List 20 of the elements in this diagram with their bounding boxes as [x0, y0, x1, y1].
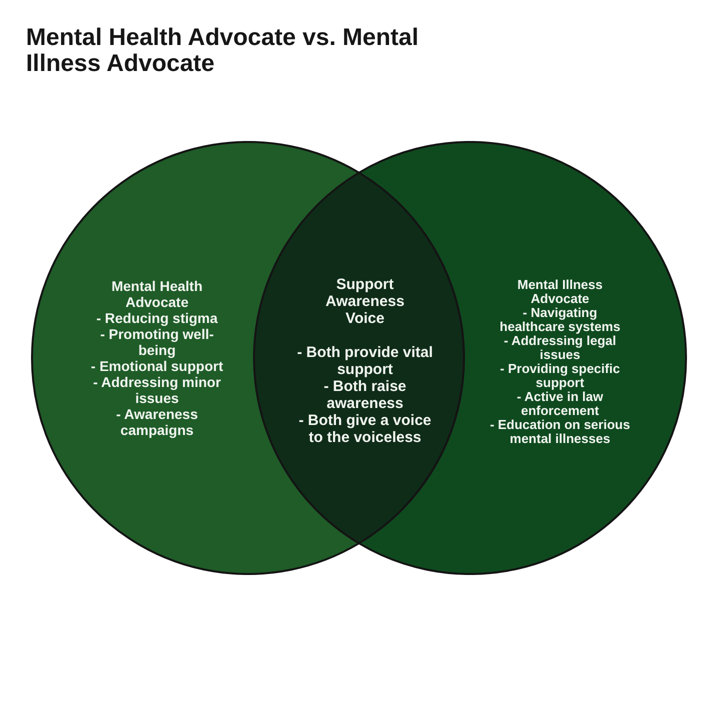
circle-heading: Mental Illness Advocate [516, 278, 604, 306]
list-item: - Providing specific support [499, 362, 621, 390]
list-item: - Both give a voice to the voiceless [298, 412, 432, 446]
overlap-keyword: Support [335, 276, 395, 293]
list-item: - Both raise awareness [322, 378, 408, 412]
overlap-keyword: Awareness [324, 293, 406, 310]
list-item: - Active in law enforcement [516, 390, 604, 418]
list-item: - Addressing minor issues [92, 374, 222, 406]
list-item: - Awareness campaigns [115, 406, 199, 438]
list-item: - Emotional support [90, 358, 224, 374]
list-item: - Addressing legal issues [502, 334, 616, 362]
list-item: - Reducing stigma [95, 310, 219, 326]
circle-heading: Mental Health Advocate [110, 278, 204, 310]
list-item: - Navigating healthcare systems [498, 306, 622, 334]
diagram-title: Mental Health Advocate vs. Mental Illness Advocate [26, 25, 420, 77]
overlap-region [252, 170, 466, 546]
list-item: - Promoting well-being [99, 326, 215, 358]
overlap-keyword: Voice [344, 310, 386, 327]
list-item: - Education on serious mental illnesses [489, 418, 631, 446]
list-item: - Both provide vital support [296, 344, 434, 378]
